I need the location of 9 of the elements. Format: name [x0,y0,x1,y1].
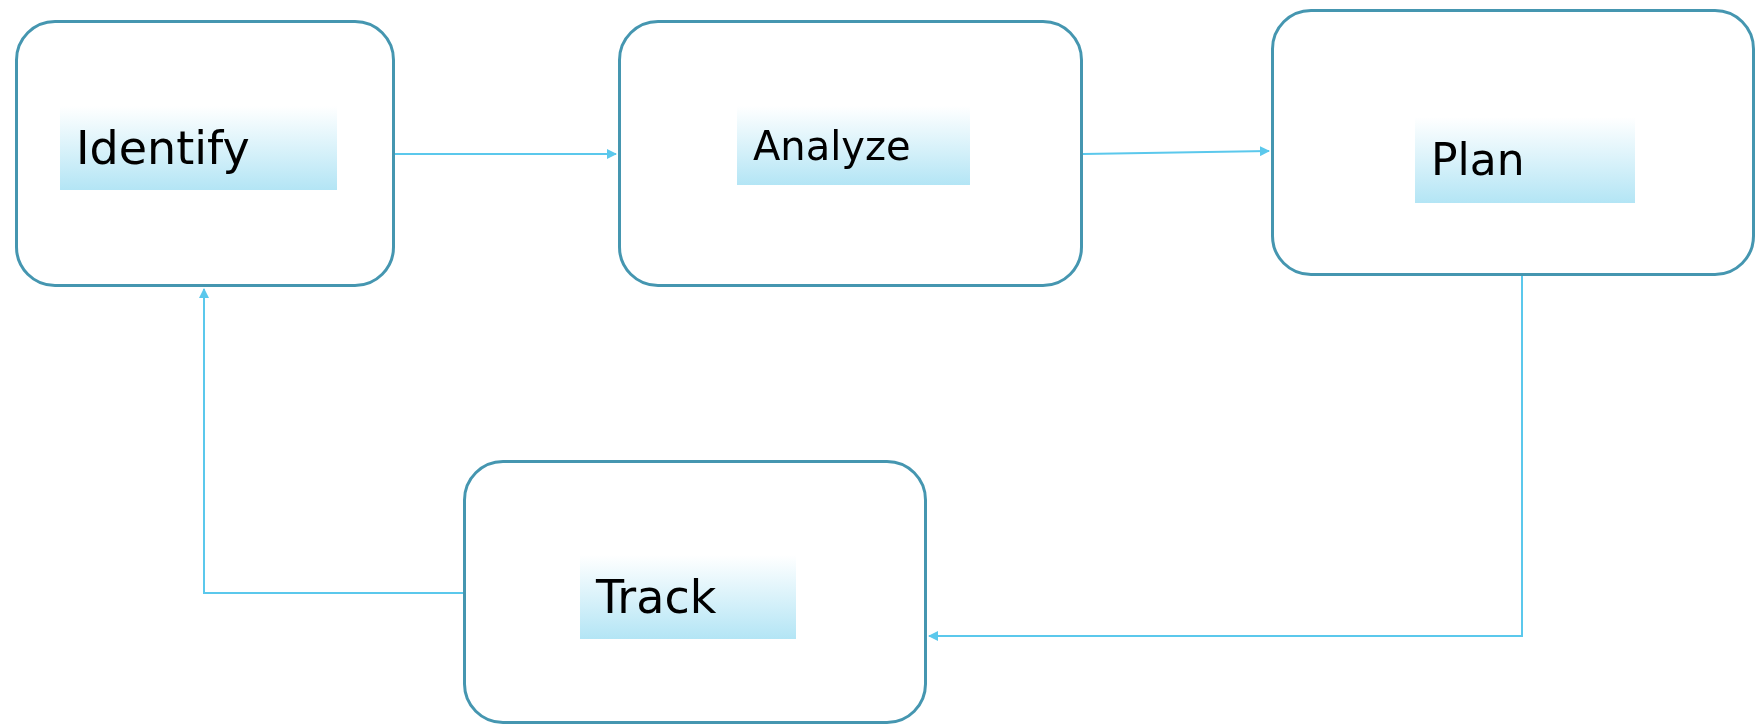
arrow [928,275,1523,641]
process-box [15,20,395,287]
process-box [1271,9,1755,276]
process-box [463,460,927,724]
process-box [618,20,1083,287]
arrow [199,288,464,594]
node-label: Track [580,555,796,639]
arrow [394,149,617,159]
arrow [1082,146,1270,157]
